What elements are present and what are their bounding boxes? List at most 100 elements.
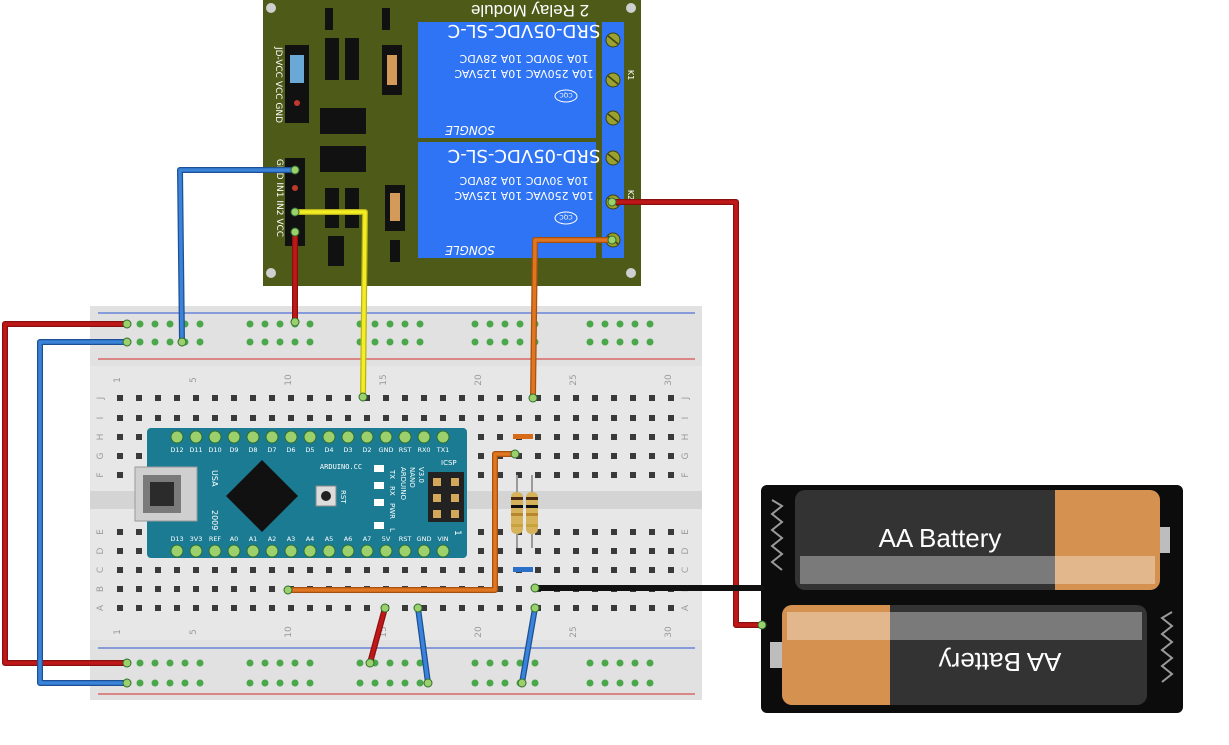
rail-hole: [646, 320, 654, 328]
row-letter: A: [96, 604, 106, 611]
spring-contact: [1160, 611, 1174, 683]
rail-hole: [151, 659, 159, 667]
row-letter: J: [681, 397, 691, 401]
breadboard-hole: [573, 472, 579, 478]
jumper-pin: [294, 100, 300, 106]
breadboard-hole: [136, 605, 142, 611]
breadboard-hole: [402, 415, 408, 421]
spring-contact: [770, 499, 784, 571]
breadboard-hole: [421, 415, 427, 421]
breadboard-hole: [478, 529, 484, 535]
rail-hole: [516, 338, 524, 346]
breadboard-hole: [668, 605, 674, 611]
breadboard-hole: [649, 434, 655, 440]
rail-hole: [261, 679, 269, 687]
resistor-band: [511, 524, 523, 527]
breadboard-hole: [231, 395, 237, 401]
led-rx: [374, 482, 384, 489]
breadboard-hole: [269, 567, 275, 573]
breadboard-hole: [250, 567, 256, 573]
cert-label: CQC: [559, 91, 572, 98]
battery-cell-cap: [782, 605, 890, 705]
breadboard-hole: [497, 548, 503, 554]
header-pin: [292, 185, 298, 191]
wire-endpoint: [607, 197, 617, 207]
arduino-pin-label: D8: [248, 446, 257, 454]
wire-endpoint: [528, 393, 538, 403]
row-letter: F: [96, 472, 106, 477]
rail-hole: [631, 659, 639, 667]
breadboard-hole: [117, 434, 123, 440]
relay-channel-label: K1: [626, 70, 635, 80]
rail-hole: [196, 320, 204, 328]
rail-hole: [486, 320, 494, 328]
breadboard-hole: [345, 567, 351, 573]
arduino-pin-label: A7: [363, 535, 372, 543]
breadboard-hole: [478, 415, 484, 421]
breadboard-hole: [554, 395, 560, 401]
rail-hole: [631, 338, 639, 346]
breadboard-hole: [649, 395, 655, 401]
column-number: 30: [664, 626, 674, 638]
battery-label-top: AA Battery: [879, 523, 1002, 553]
breadboard-hole: [554, 453, 560, 459]
relay-model: SRD-05VDC-SL-C: [448, 145, 601, 166]
breadboard-hole: [288, 567, 294, 573]
arduino-pin-top: [360, 430, 374, 444]
breadboard-hole: [136, 434, 142, 440]
arduino-pin-label: 3V3: [190, 535, 203, 543]
breadboard-hole: [611, 395, 617, 401]
arduino-pin-label: A6: [344, 535, 353, 543]
rail-hole: [616, 679, 624, 687]
arduino-pin-top: [227, 430, 241, 444]
breadboard-hole: [212, 605, 218, 611]
rail-hole: [291, 659, 299, 667]
arduino-pin-label: A3: [287, 535, 296, 543]
rail-hole: [356, 679, 364, 687]
rail-hole: [306, 338, 314, 346]
rail-hole: [486, 679, 494, 687]
arduino-pin-top: [170, 430, 184, 444]
led-pwr: [374, 499, 384, 506]
breadboard-hole: [288, 415, 294, 421]
resistor-band: [511, 505, 523, 508]
breadboard-hole: [288, 605, 294, 611]
rail-hole: [291, 679, 299, 687]
arduino-pin-top: [208, 430, 222, 444]
reset-button-cap[interactable]: [321, 491, 331, 501]
breadboard-hole: [155, 605, 161, 611]
breadboard-hole: [459, 567, 465, 573]
rail-hole: [646, 659, 654, 667]
icsp-pin: [451, 494, 459, 502]
breadboard-hole: [345, 605, 351, 611]
arduino-pin-label: RST: [399, 446, 412, 454]
column-number: 30: [664, 374, 674, 386]
arduino-pin-label: D2: [362, 446, 371, 454]
rail-hole: [401, 659, 409, 667]
breadboard-hole: [212, 567, 218, 573]
rail-hole: [401, 679, 409, 687]
arduino-pin-top: [189, 430, 203, 444]
breadboard-hole: [535, 472, 541, 478]
breadboard-hole: [459, 605, 465, 611]
breadboard-hole: [554, 472, 560, 478]
relay-k1: SRD-05VDC-SL-C 10A 30VDC 10A 28VDC 10A 2…: [418, 20, 600, 138]
arduino-pin-label: GND: [379, 446, 394, 454]
breadboard-hole: [573, 548, 579, 554]
row-letter: C: [681, 567, 691, 573]
rail-hole: [136, 320, 144, 328]
arduino-pin-label: RX0: [417, 446, 430, 454]
battery-label-bottom: AA Battery: [939, 647, 1062, 677]
wires: [2, 167, 765, 686]
breadboard-hole: [516, 472, 522, 478]
breadboard-hole: [649, 415, 655, 421]
breadboard-hole: [497, 434, 503, 440]
breadboard-hole: [592, 415, 598, 421]
breadboard-hole: [326, 567, 332, 573]
wire-orange-relay-com-core: [531, 238, 614, 400]
arduino-pin-bottom: [341, 544, 355, 558]
rail-hole: [471, 320, 479, 328]
breadboard-hole: [269, 605, 275, 611]
wire-blue-rail-link-core: [38, 340, 129, 685]
